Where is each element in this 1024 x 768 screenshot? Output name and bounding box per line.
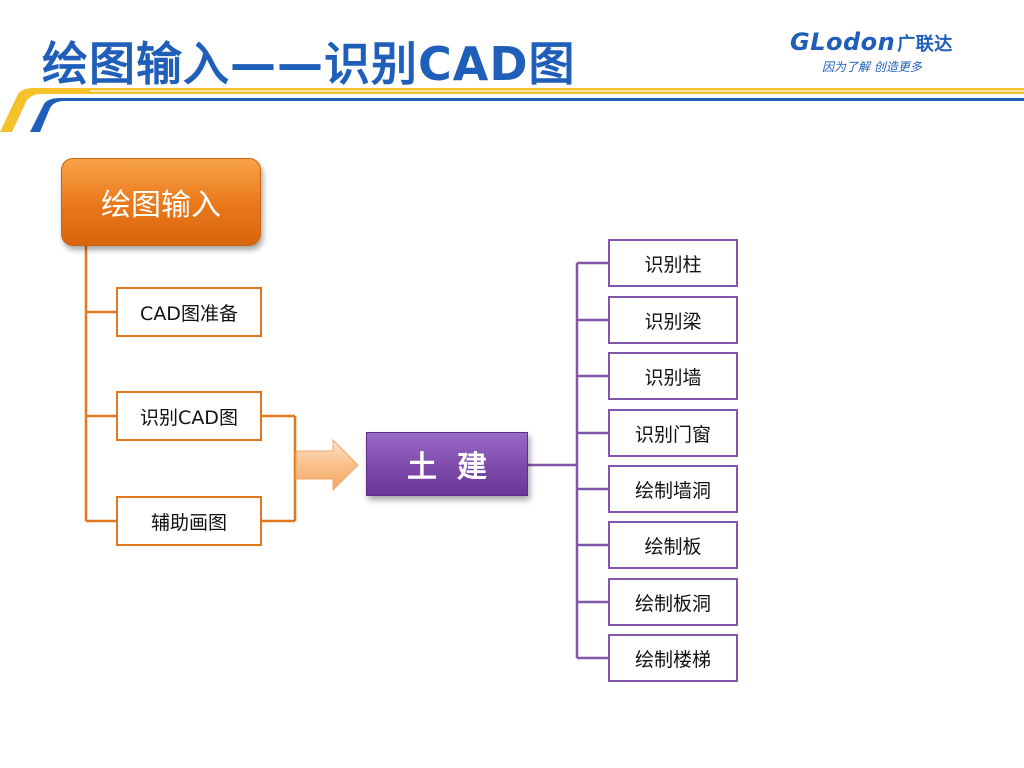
leaf-node[interactable]: 识别墙 <box>608 352 738 400</box>
leaf-node[interactable]: 识别柱 <box>608 239 738 287</box>
leaf-node[interactable]: 绘制楼梯 <box>608 634 738 682</box>
node-auxiliary-drawing[interactable]: 辅助画图 <box>116 496 262 546</box>
leaf-node[interactable]: 绘制板 <box>608 521 738 569</box>
leaf-node[interactable]: 识别梁 <box>608 296 738 344</box>
leaf-node[interactable]: 绘制板洞 <box>608 578 738 626</box>
logo-chinese: 广联达 <box>897 34 953 55</box>
node-cad-preparation[interactable]: CAD图准备 <box>116 287 262 337</box>
right-arrow-icon <box>295 438 359 492</box>
slide-title: 绘图输入——识别CAD图 <box>42 37 576 91</box>
node-identify-cad[interactable]: 识别CAD图 <box>116 391 262 441</box>
leaf-node[interactable]: 绘制墙洞 <box>608 465 738 513</box>
logo-latin: GLodon <box>790 28 896 56</box>
root-node[interactable]: 绘图输入 <box>61 158 261 246</box>
hub-node-civil[interactable]: 土建 <box>366 432 528 496</box>
logo-slogan: 因为了解 创造更多 <box>822 60 922 74</box>
leaf-node[interactable]: 识别门窗 <box>608 409 738 457</box>
header-band <box>0 88 1024 132</box>
